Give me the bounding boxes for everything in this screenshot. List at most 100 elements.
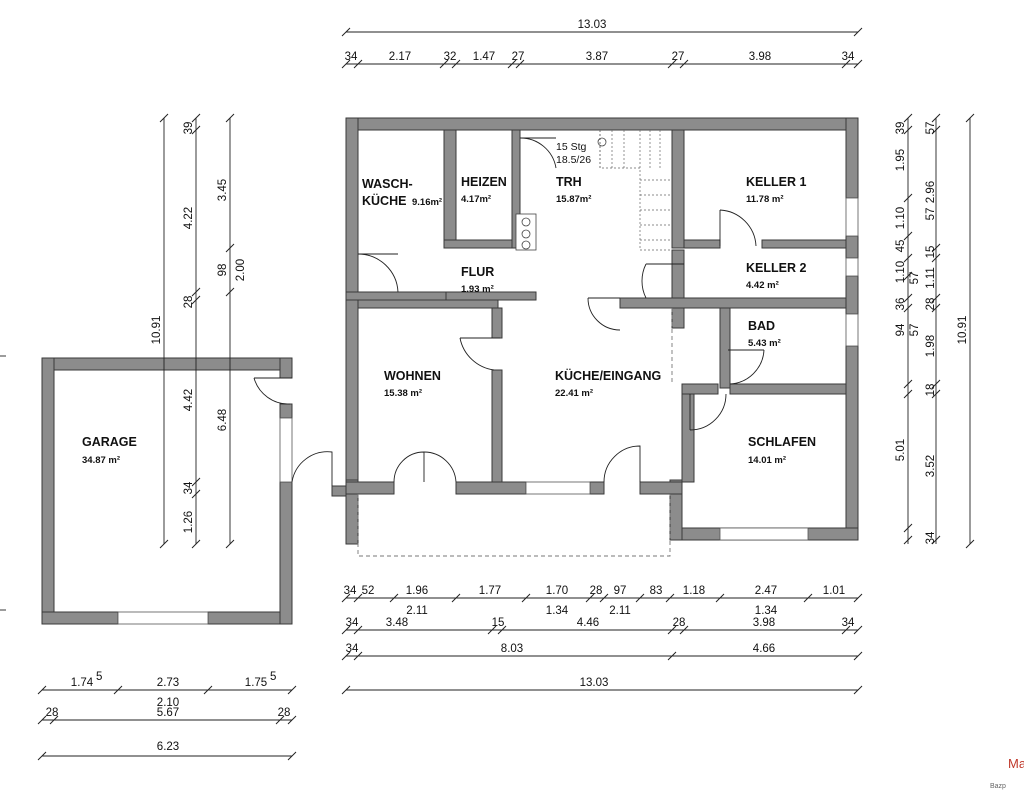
garage-walls	[41, 357, 347, 625]
dimension-tick	[853, 27, 863, 37]
dimension-tick	[159, 539, 169, 549]
dim-left-a-4: 34	[183, 481, 195, 494]
kitchen-stove	[515, 213, 537, 251]
dimension-tick	[225, 113, 235, 123]
dim-left-c-3: 6.48	[217, 409, 229, 431]
dimension-tick	[903, 293, 913, 303]
dimension-tick	[903, 231, 913, 241]
dimension-tick	[841, 59, 851, 69]
dim-right-a-3: 5.01	[895, 439, 907, 461]
dimension-tick	[159, 113, 169, 123]
dim-top-7: 3.98	[749, 51, 771, 63]
dimension-tick	[803, 593, 813, 603]
dim-right-b-0: 57	[925, 122, 937, 135]
dim-left-b-0: 10.91	[151, 316, 163, 345]
dimension-tick	[931, 303, 941, 313]
dimension-tick	[853, 651, 863, 661]
dimension-tick	[853, 625, 863, 635]
dim-top-2: 32	[444, 51, 457, 63]
room-labels: WASCH- KÜCHE 9.16m² HEIZEN 4.17m² TRH 15…	[82, 175, 816, 466]
dimension-tick	[903, 389, 913, 399]
dimension-tick	[497, 625, 507, 635]
dimension-tick	[203, 685, 213, 695]
dim-b1b-2: 2.11	[609, 605, 631, 617]
dimension-ticks	[37, 27, 975, 761]
dimension-tick	[191, 295, 201, 305]
dimension-tick	[931, 253, 941, 263]
dimension-tick	[191, 125, 201, 135]
dimension-tick	[341, 625, 351, 635]
dimension-tick	[113, 685, 123, 695]
dimension-tick	[353, 59, 363, 69]
room-name-waschkueche-2: KÜCHE	[362, 193, 406, 208]
dim-right-b-5: 36	[895, 298, 907, 311]
stair-ratio: 18.5/26	[556, 154, 591, 166]
dim-top-3: 1.47	[473, 51, 495, 63]
dim-top-1: 2.17	[389, 51, 411, 63]
dimension-tick	[853, 593, 863, 603]
dimension-tick	[931, 379, 941, 389]
dim-g1-4: 5	[270, 671, 276, 683]
terrace-outline	[357, 494, 671, 557]
room-name-flur: FLUR	[461, 265, 494, 279]
dimension-tick	[903, 113, 913, 123]
dim-b3-2: 4.66	[753, 643, 775, 655]
dim-left-c-0: 3.45	[217, 179, 229, 201]
dim-top-0: 34	[345, 51, 358, 63]
dimension-tick	[931, 125, 941, 135]
staircase: 15 Stg 18.5/26	[556, 130, 672, 251]
dimension-tick	[841, 625, 851, 635]
dim-b1-2: 1.96	[406, 585, 428, 597]
dim-left-a-1: 4.22	[183, 207, 195, 229]
dimension-lines	[0, 31, 971, 757]
dimension-tick	[225, 243, 235, 253]
dimension-tick	[191, 539, 201, 549]
dim-left-a-0: 39	[183, 122, 195, 135]
dimension-tick	[931, 535, 941, 545]
dim-b1-0: 34	[344, 585, 357, 597]
dim-left-a-5: 1.26	[183, 511, 195, 533]
dim-right-total: 10.91	[957, 316, 969, 345]
room-name-heizen: HEIZEN	[461, 175, 507, 189]
dimension-tick	[679, 59, 689, 69]
dimension-tick	[341, 27, 351, 37]
dim-b3-0: 34	[346, 643, 359, 655]
dimension-tick	[665, 593, 675, 603]
room-area-wohnen: 15.38 m²	[384, 388, 422, 399]
dim-b2-6: 34	[842, 617, 855, 629]
room-name-trh: TRH	[556, 175, 582, 189]
dim-right-b-6: 94	[895, 323, 907, 336]
dimension-tick	[275, 715, 285, 725]
dim-top-6: 27	[672, 51, 685, 63]
dimension-tick	[37, 751, 47, 761]
dimension-tick	[635, 593, 645, 603]
dimension-tick	[903, 271, 913, 281]
dimension-tick	[667, 651, 677, 661]
room-name-waschkueche: WASCH-	[362, 177, 413, 191]
dim-g2-1: 28	[46, 707, 59, 719]
dim-right-a-1: 1.95	[895, 149, 907, 171]
dimension-tick	[667, 59, 677, 69]
dim-top-4: 27	[512, 51, 525, 63]
room-area-keller2: 4.42 m²	[746, 280, 779, 291]
room-area-schlafen: 14.01 m²	[748, 455, 786, 466]
room-name-keller1: KELLER 1	[746, 175, 806, 189]
dim-b2-3: 4.46	[577, 617, 599, 629]
dim-right-c-3: 28	[925, 298, 937, 311]
room-area-flur: 1.93 m²	[461, 284, 494, 295]
dim-b1-9: 2.47	[755, 585, 777, 597]
dimension-tick	[341, 685, 351, 695]
dim-b2-2: 15	[492, 617, 505, 629]
dimension-tick	[341, 59, 351, 69]
dim-right-c-0: 57	[925, 208, 937, 221]
dim-right-a-0: 39	[895, 122, 907, 135]
dimension-tick	[191, 477, 201, 487]
room-name-keller2: KELLER 2	[746, 261, 806, 275]
dimension-tick	[191, 287, 201, 297]
dimension-tick	[49, 715, 59, 725]
dimension-tick	[903, 523, 913, 533]
dim-b2-4: 28	[673, 617, 686, 629]
dimension-tick	[903, 193, 913, 203]
dimension-tick	[903, 535, 913, 545]
dimension-tick	[931, 293, 941, 303]
